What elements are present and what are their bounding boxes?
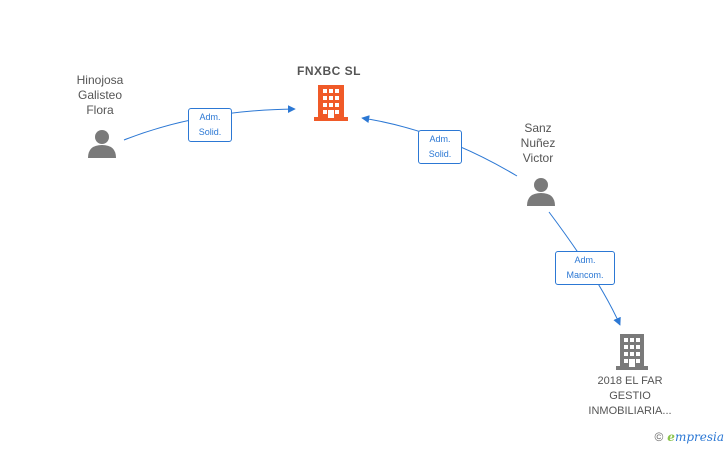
person-sanz-line-3: Victor <box>522 151 554 165</box>
person-icon[interactable] <box>526 176 556 206</box>
copyright-icon: © <box>654 430 664 444</box>
person-sanz-label[interactable]: Sanz Nuñez Victor <box>498 121 578 166</box>
edge-label-sanz-2018-line-2: Mancom. <box>566 270 604 280</box>
person-hinojosa-label[interactable]: Hinojosa Galisteo Flora <box>60 73 140 118</box>
brand-logo-e: e <box>667 430 675 444</box>
company-2018-line-3: INMOBILIARIA... <box>588 405 672 417</box>
main-company-name: FNXBC SL <box>297 64 361 78</box>
edge-label-sanz-main-role[interactable]: Adm. Solid. <box>418 130 462 164</box>
brand-logo-rest: mpresia <box>674 430 724 444</box>
person-hinojosa-line-3: Flora <box>86 103 114 117</box>
watermark: © empresia <box>654 430 724 444</box>
person-sanz-line-1: Sanz <box>524 121 552 135</box>
building-icon[interactable] <box>314 85 348 121</box>
edge-label-sanz-main-line-1: Adm. <box>429 134 451 144</box>
company-2018-line-1: 2018 EL FAR <box>597 375 663 387</box>
person-hinojosa-line-2: Galisteo <box>77 88 123 102</box>
edge-label-sanz-2018-line-1: Adm. <box>574 255 596 265</box>
main-company-label[interactable]: FNXBC SL <box>281 64 377 79</box>
person-hinojosa-line-1: Hinojosa <box>76 73 124 87</box>
company-2018-label[interactable]: 2018 EL FAR GESTIO INMOBILIARIA... <box>574 374 686 419</box>
edge-label-hinojosa-line-1: Adm. <box>199 112 221 122</box>
edge-label-sanz-2018-role[interactable]: Adm. Mancom. <box>555 251 615 285</box>
edge-label-hinojosa-line-2: Solid. <box>198 127 222 137</box>
building-icon[interactable] <box>616 334 648 370</box>
brand-logo: empresia <box>667 430 724 444</box>
edge-label-hinojosa-role[interactable]: Adm. Solid. <box>188 108 232 142</box>
person-sanz-line-2: Nuñez <box>520 136 556 150</box>
company-2018-line-2: GESTIO <box>609 390 651 402</box>
edge-label-sanz-main-line-2: Solid. <box>428 149 452 159</box>
person-icon[interactable] <box>87 128 117 158</box>
